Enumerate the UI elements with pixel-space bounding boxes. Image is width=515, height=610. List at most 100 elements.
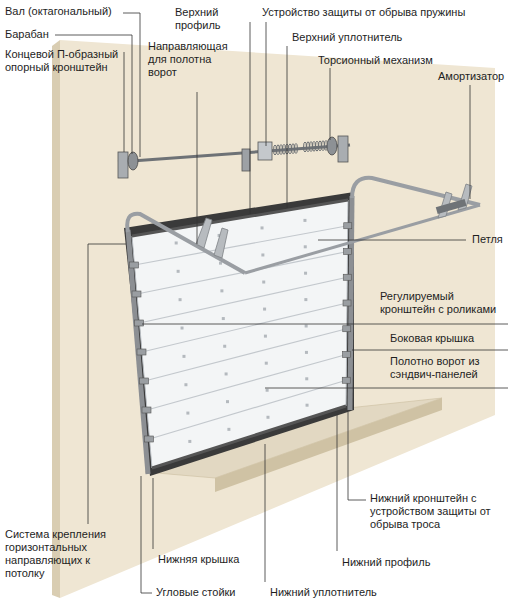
panel-dot: [305, 377, 308, 380]
part-label: Нижний кронштейн с устройством защиты от…: [370, 492, 510, 531]
roller-bracket: [142, 407, 151, 413]
leader: [330, 68, 331, 140]
panel-dot: [186, 412, 189, 415]
panel-dot: [188, 440, 191, 443]
drum: [327, 137, 337, 155]
leader: [124, 52, 125, 152]
roller-bracket: [344, 223, 352, 229]
leader: [250, 22, 251, 214]
part-label: Нижняя крышка: [158, 553, 278, 566]
part-label: Нижний профиль: [342, 556, 492, 569]
part-label: Верхний уплотнитель: [292, 31, 492, 44]
roller-bracket: [343, 274, 351, 280]
panel-dot: [305, 351, 308, 354]
spring-guard: [258, 142, 272, 160]
end-bracket: [118, 152, 128, 178]
spring-coil: [319, 141, 322, 151]
shaft-assembly: [118, 136, 350, 178]
top-profile: [132, 200, 348, 236]
roller-bracket: [344, 249, 352, 255]
spring-coil: [325, 140, 328, 150]
panel-dot: [175, 241, 178, 244]
torsion-springs: [274, 140, 328, 155]
panel-dot: [226, 400, 229, 403]
door-opening: [124, 192, 354, 476]
spring-coil: [289, 144, 292, 154]
panel-dot: [225, 372, 228, 375]
part-label: Регулируемый кронштейн с роликами: [380, 290, 508, 316]
part-label: Барабан: [5, 28, 65, 41]
panel-dot: [223, 345, 226, 348]
spring-coil: [307, 142, 310, 152]
part-label: Верхний профиль: [175, 6, 247, 32]
panel-dot: [179, 298, 182, 301]
roller-brackets: [130, 223, 352, 442]
leader: [287, 46, 288, 208]
leader: [142, 324, 508, 325]
leader: [265, 444, 266, 582]
roller-bracket: [130, 262, 139, 268]
panel-dot: [220, 289, 223, 292]
part-label: Направляющая для полотна ворот: [148, 40, 243, 79]
panel-dot: [306, 404, 309, 407]
shock-absorber: [436, 199, 467, 214]
roller-bracket: [343, 300, 351, 306]
spring-coil: [274, 145, 277, 155]
door-leaf: [132, 200, 348, 468]
drum: [128, 152, 138, 170]
leader: [318, 240, 466, 241]
leader: [265, 388, 508, 389]
bottom-profile: [152, 406, 346, 468]
panel-dot: [262, 281, 265, 284]
leader: [352, 350, 508, 351]
spring-coil: [283, 144, 286, 154]
leader: [141, 476, 152, 593]
part-label: Устройство защиты от обрыва пружины: [262, 6, 512, 19]
panel-dot: [266, 389, 269, 392]
panel-dot: [305, 325, 308, 328]
leader: [470, 85, 471, 199]
part-label: Полотно ворот из сэндвич-панелей: [390, 355, 510, 381]
left-rail: [127, 214, 245, 273]
panel-dot: [265, 362, 268, 365]
panel-dot: [264, 335, 267, 338]
spring-coil: [280, 145, 283, 155]
panel-dot: [304, 298, 307, 301]
leader: [197, 92, 198, 244]
panel-dot: [227, 428, 230, 431]
spring-coil: [313, 141, 316, 151]
part-label: Угловые стойки: [156, 586, 256, 599]
panel-dot: [222, 317, 225, 320]
roller-bracket: [137, 349, 146, 355]
panel-dot: [261, 226, 264, 229]
spring-coil: [304, 142, 307, 152]
part-label: Петля: [472, 233, 512, 246]
roller-bracket: [342, 377, 350, 383]
horizontal-rails: [127, 178, 480, 273]
panel-dot: [181, 327, 184, 330]
panel-dot: [177, 270, 180, 273]
panel-dot: [303, 219, 306, 222]
hanger: [196, 218, 212, 248]
panel-dot: [261, 253, 264, 256]
panel-dot: [182, 355, 185, 358]
leader: [348, 412, 366, 500]
spring-coil: [277, 145, 280, 155]
roller-bracket: [145, 436, 154, 442]
part-label: Вал (октагональный): [5, 5, 123, 18]
panel-dot: [263, 308, 266, 311]
panel-joint: [147, 355, 347, 411]
leader: [337, 414, 338, 551]
panel-dot: [304, 272, 307, 275]
roller-bracket: [135, 320, 144, 326]
part-label: Торсионный механизм: [318, 54, 508, 67]
spring-coil: [310, 142, 313, 152]
hanger: [214, 228, 228, 258]
panel-dot: [304, 245, 307, 248]
wall-side: [52, 40, 60, 598]
spring-coil: [292, 144, 295, 154]
end-bracket: [338, 136, 348, 162]
part-label: Нижний уплотнитель: [270, 586, 420, 599]
